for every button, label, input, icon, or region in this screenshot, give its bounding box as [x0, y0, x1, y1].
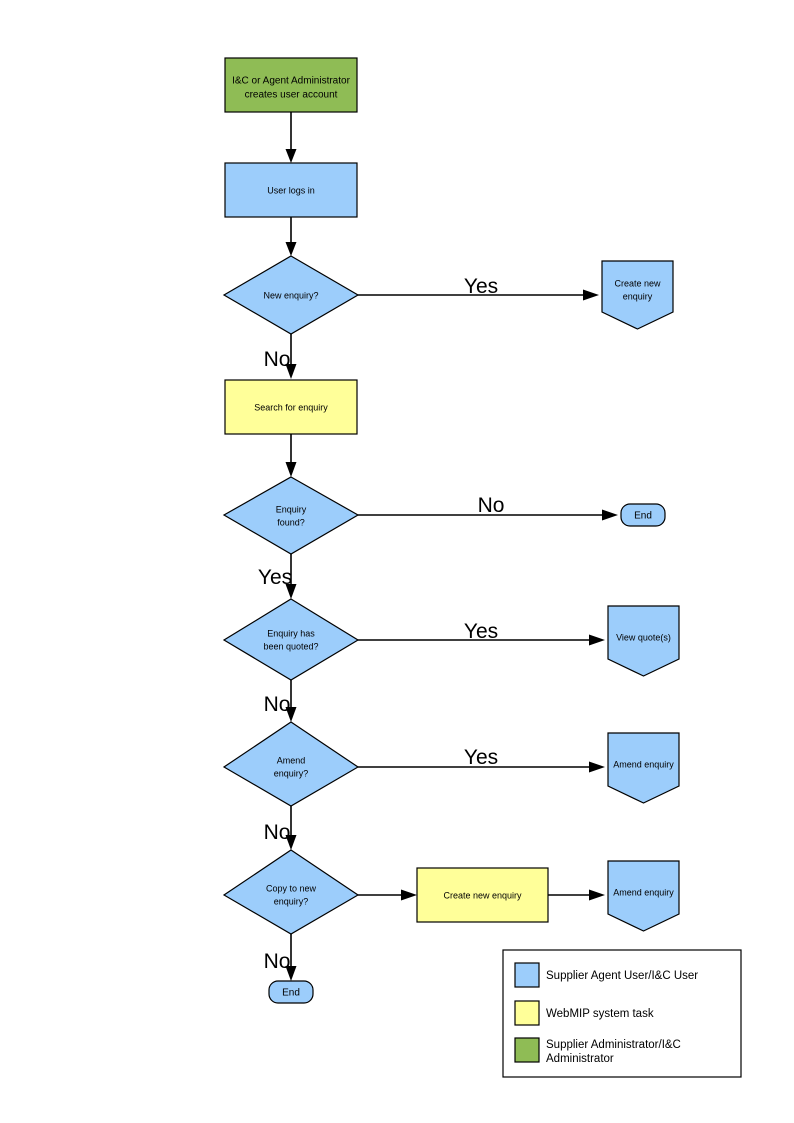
edge-label-enquiry-quoted-yes: Yes: [464, 620, 498, 643]
enquiry-quoted-decision-label-line1: Enquiry has: [267, 628, 315, 638]
legend: Supplier Agent User/I&C User WebMIP syst…: [502, 949, 742, 1078]
node-copy-to-new-decision[interactable]: Copy to new enquiry?: [222, 849, 360, 935]
arrowhead-search-to-found: [285, 462, 297, 477]
edge-label-enquiry-found-no: No: [478, 494, 505, 517]
view-quotes-document-label: View quote(s): [616, 632, 671, 642]
amend-enquiry-decision-label-line1: Amend: [277, 755, 306, 765]
end-final-shape: [268, 980, 314, 1004]
node-amend-enquiry-document-2[interactable]: Amend enquiry: [607, 860, 680, 932]
node-create-account[interactable]: I&C or Agent Administrator creates user …: [224, 57, 358, 113]
edge-label-amend-enquiry-yes: Yes: [464, 746, 498, 769]
arrowhead-newenquiry-yes: [583, 289, 599, 301]
legend-label-system-task: WebMIP system task: [546, 1008, 654, 1020]
copy-to-new-decision-shape: [222, 849, 360, 935]
create-account-label-line1: I&C or Agent Administrator: [232, 76, 351, 87]
arrowhead-newenquiry-no: [285, 364, 297, 379]
arrowhead-account-to-login: [285, 149, 297, 163]
connectors: [285, 112, 618, 981]
node-create-new-enquiry-task[interactable]: Create new enquiry: [416, 867, 549, 923]
legend-label-actor-user: Supplier Agent User/I&C User: [546, 970, 698, 982]
node-user-logs-in[interactable]: User logs in: [224, 162, 358, 218]
amend-enquiry-document-shape: [607, 732, 680, 804]
arrowhead-found-no: [602, 509, 618, 521]
edge-label-new-enquiry-yes: Yes: [464, 275, 498, 298]
end-found-label: End: [634, 511, 652, 522]
edge-labels: Yes No No Yes Yes No Yes No No: [258, 275, 505, 973]
end-final-label: End: [282, 988, 300, 999]
create-new-enquiry-task-shape: [416, 867, 549, 923]
enquiry-found-decision-label-line2: found?: [277, 517, 305, 527]
enquiry-found-decision-shape: [222, 476, 360, 555]
node-create-new-enquiry-document[interactable]: Create new enquiry: [601, 260, 674, 330]
edge-label-copy-to-new-no: No: [264, 950, 291, 973]
legend-item-supplier-agent-user: Supplier Agent User/I&C User: [514, 962, 698, 988]
legend-label-administrator-line2: Administrator: [546, 1053, 614, 1065]
node-search-for-enquiry[interactable]: Search for enquiry: [224, 379, 358, 435]
node-amend-enquiry-document[interactable]: Amend enquiry: [607, 732, 680, 804]
node-view-quotes-document[interactable]: View quote(s): [607, 605, 680, 677]
node-end-final[interactable]: End: [268, 980, 314, 1004]
legend-swatch-administrator: [514, 1037, 540, 1063]
edge-label-new-enquiry-no: No: [264, 348, 291, 371]
edge-label-amend-enquiry-no: No: [264, 821, 291, 844]
edge-label-enquiry-found-yes: Yes: [258, 566, 292, 589]
view-quotes-document-shape: [607, 605, 680, 677]
copy-to-new-decision-label-line1: Copy to new: [266, 883, 317, 893]
search-for-enquiry-label: Search for enquiry: [254, 402, 328, 412]
node-new-enquiry-decision[interactable]: New enquiry?: [222, 255, 360, 335]
create-new-enquiry-document-label-line1: Create new: [614, 278, 661, 288]
create-account-label-line2: creates user account: [245, 90, 338, 101]
node-enquiry-found-decision[interactable]: Enquiry found?: [222, 476, 360, 555]
legend-swatch-system-task: [514, 1000, 540, 1026]
amend-enquiry-document-label: Amend enquiry: [613, 759, 674, 769]
arrowhead-amend-no: [285, 835, 297, 850]
edge-label-enquiry-quoted-no: No: [264, 693, 291, 716]
create-new-enquiry-document-label-line2: enquiry: [623, 291, 653, 301]
enquiry-quoted-decision-shape: [222, 598, 360, 681]
amend-enquiry-document-2-label: Amend enquiry: [613, 887, 674, 897]
copy-to-new-decision-label-line2: enquiry?: [274, 896, 309, 906]
arrowhead-quoted-yes: [589, 634, 605, 646]
create-account-shape: [224, 57, 358, 113]
enquiry-quoted-decision-label-line2: been quoted?: [263, 641, 318, 651]
user-logs-in-label: User logs in: [267, 185, 315, 195]
arrowhead-found-yes: [285, 584, 297, 599]
node-end-found[interactable]: End: [620, 503, 666, 527]
legend-swatch-actor-user: [514, 962, 540, 988]
legend-panel: [502, 949, 742, 1078]
amend-enquiry-decision-shape: [222, 721, 360, 807]
arrowhead-copy-no: [285, 966, 297, 981]
arrowhead-create-to-amend2: [589, 889, 605, 901]
legend-item-supplier-administrator: Supplier Administrator/I&C Administrator: [514, 1037, 681, 1065]
arrowhead-quoted-no: [285, 707, 297, 722]
enquiry-found-decision-label-line1: Enquiry: [276, 504, 307, 514]
new-enquiry-decision-shape: [222, 255, 360, 335]
node-amend-enquiry-decision[interactable]: Amend enquiry?: [222, 721, 360, 807]
end-found-shape: [620, 503, 666, 527]
arrowhead-copy-to-create: [401, 889, 417, 901]
amend-enquiry-document-2-shape: [607, 860, 680, 932]
amend-enquiry-decision-label-line2: enquiry?: [274, 768, 309, 778]
new-enquiry-decision-label: New enquiry?: [263, 290, 318, 300]
node-enquiry-quoted-decision[interactable]: Enquiry has been quoted?: [222, 598, 360, 681]
arrowhead-login-to-newenquiry: [285, 242, 297, 256]
search-for-enquiry-shape: [224, 379, 358, 435]
arrowhead-amend-yes: [589, 761, 605, 773]
user-logs-in-shape: [224, 162, 358, 218]
legend-item-webmip-system-task: WebMIP system task: [514, 1000, 654, 1026]
create-new-enquiry-document-shape: [601, 260, 674, 330]
legend-label-administrator-line1: Supplier Administrator/I&C: [546, 1039, 681, 1051]
create-new-enquiry-task-label: Create new enquiry: [443, 890, 522, 900]
